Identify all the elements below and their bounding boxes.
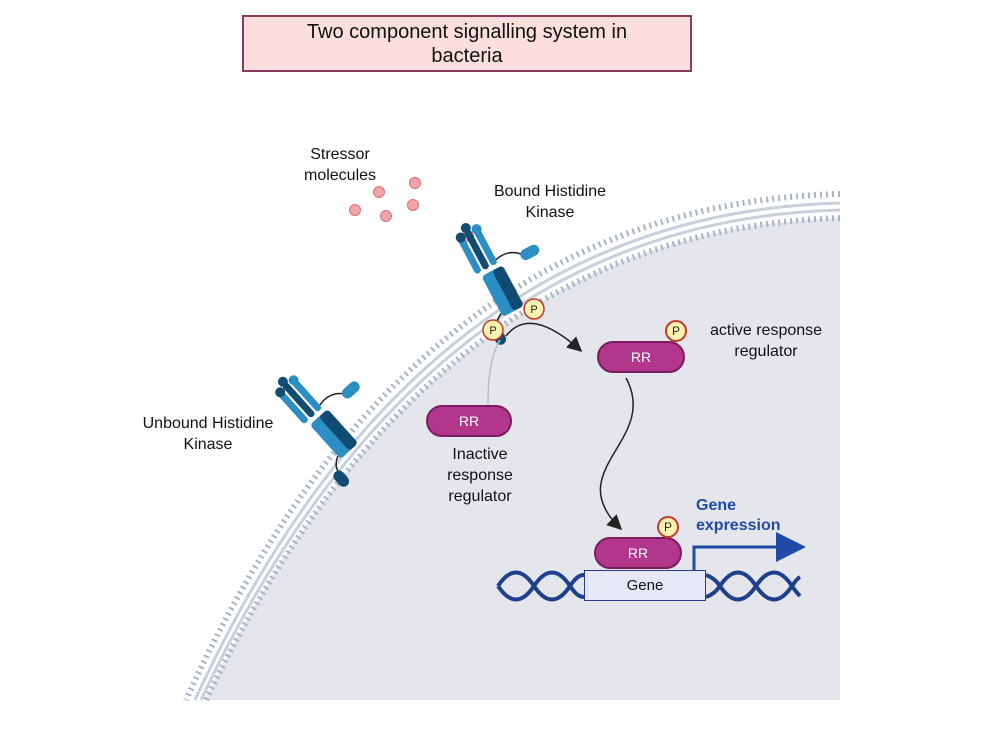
active-response-regulator: RR bbox=[597, 341, 685, 373]
gene-binding-arrow bbox=[599, 377, 634, 531]
phosphorylation-arrow bbox=[505, 322, 583, 353]
gene-bound-response-regulator: RR bbox=[594, 537, 682, 569]
gene-bound-rr-phosphate: P bbox=[657, 516, 679, 538]
svg-text:P: P bbox=[489, 325, 496, 337]
active-rr-phosphate: P bbox=[665, 320, 687, 342]
cell-membrane bbox=[183, 191, 841, 702]
stressor-molecules-label: Stressor molecules bbox=[303, 146, 377, 184]
stressor-molecules bbox=[349, 177, 474, 242]
inactive-rr-label: Inactive response regulator bbox=[447, 446, 513, 505]
unbound-histidine-kinase bbox=[275, 375, 360, 487]
kinase-phosphate-1: P bbox=[523, 298, 545, 320]
inactive-rr-pointer bbox=[487, 339, 501, 405]
unbound-kinase-label: Unbound Histidine Kinase bbox=[142, 415, 274, 453]
gene-expression-arrow bbox=[692, 532, 806, 570]
kinase-phosphate-2: P bbox=[482, 319, 504, 341]
bound-kinase-label: Bound Histidine Kinase bbox=[493, 183, 607, 221]
inactive-response-regulator: RR bbox=[426, 405, 512, 437]
gene-box: Gene bbox=[584, 570, 706, 601]
gene-expression-label: Gene expression bbox=[696, 497, 781, 534]
active-rr-label: active response regulator bbox=[709, 322, 823, 360]
diagram-title: Two component signalling system in bacte… bbox=[242, 15, 692, 72]
svg-text:P: P bbox=[530, 304, 537, 316]
dna-double-helix bbox=[496, 570, 802, 602]
